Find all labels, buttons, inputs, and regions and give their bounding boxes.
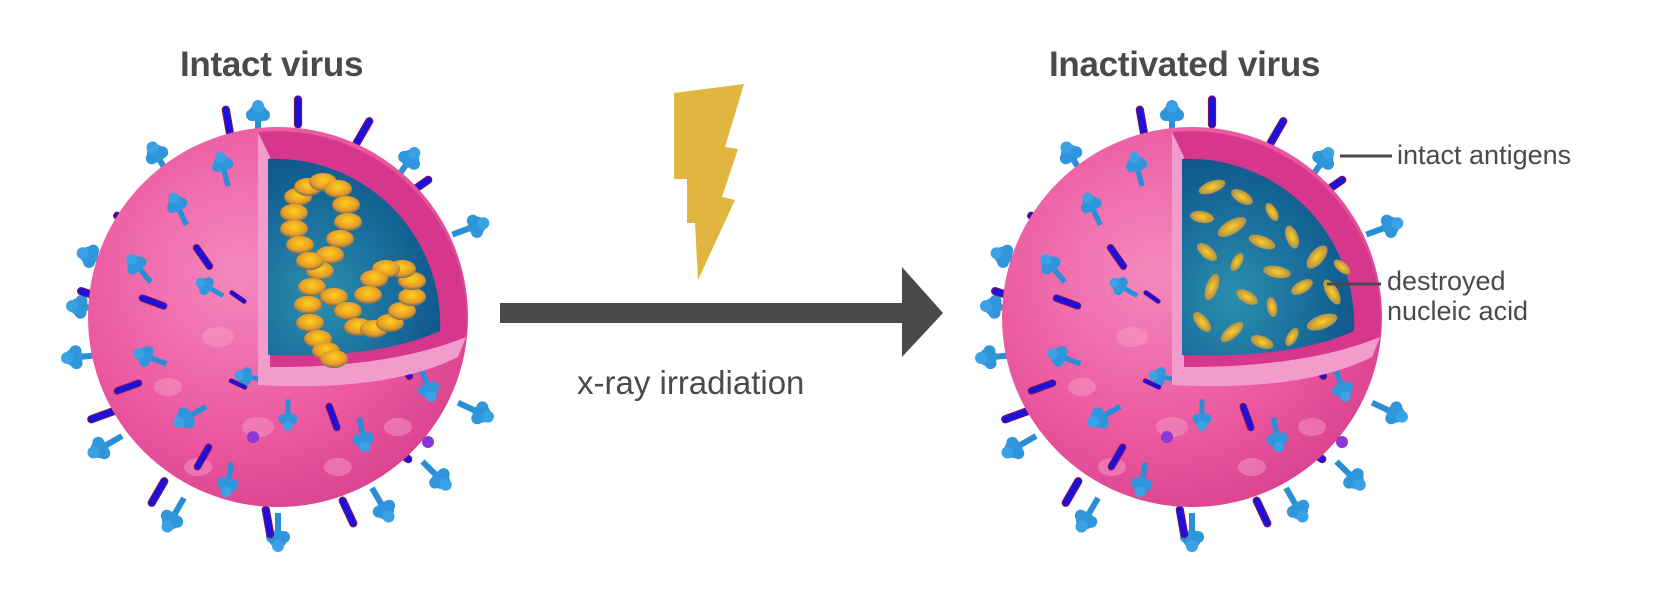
inactivated-virus-illustration (974, 96, 1412, 552)
process-arrow (500, 267, 943, 357)
destroyed-nucleic-acid-fragments (1190, 179, 1351, 349)
lightning-bolt-icon (674, 84, 744, 280)
intact-virus-title: Intact virus (180, 45, 364, 84)
process-label: x-ray irradiation (577, 364, 805, 401)
intact-virus-illustration (60, 96, 498, 552)
intact-antigens-label: intact antigens (1397, 140, 1572, 170)
inactivated-virus-title: Inactivated virus (1049, 45, 1321, 84)
intact-nucleic-acid (280, 173, 426, 368)
destroyed-label: destroyed (1387, 266, 1506, 296)
nucleic-acid-label: nucleic acid (1387, 296, 1529, 326)
